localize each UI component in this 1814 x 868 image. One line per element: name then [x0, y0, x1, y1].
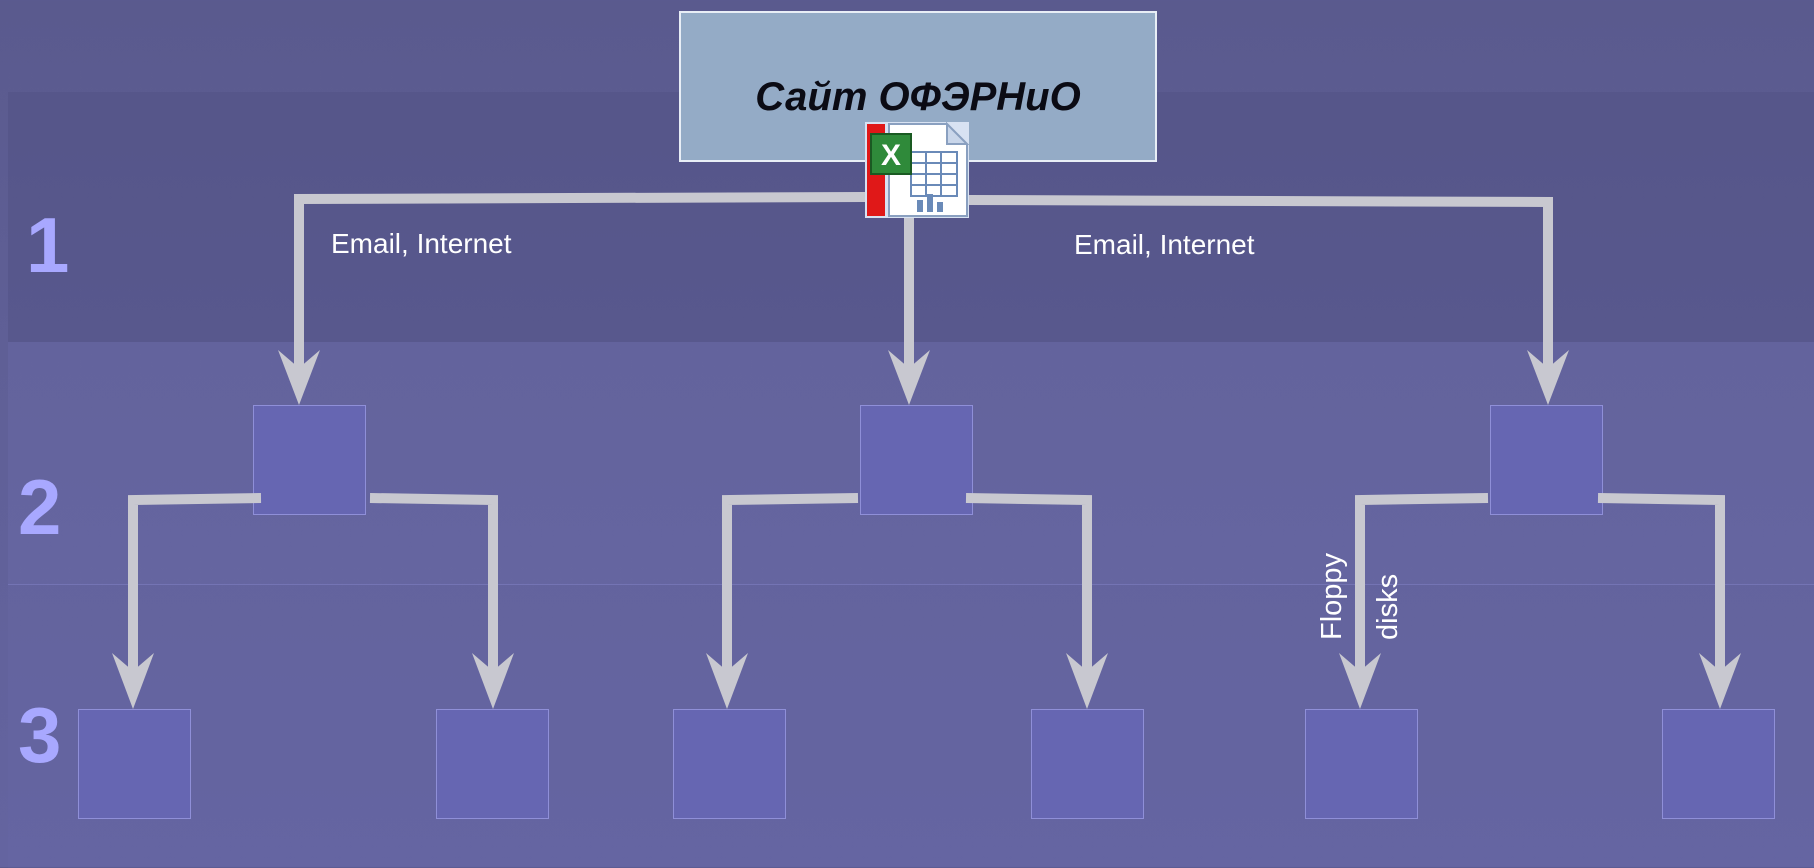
level-band-3	[8, 584, 1814, 868]
level2-node-right	[1490, 405, 1603, 515]
level-number-3: 3	[18, 691, 62, 779]
level3-node-6	[1662, 709, 1775, 819]
connector-2c-left	[722, 493, 859, 672]
connector-2l-left	[128, 493, 262, 672]
svg-text:X: X	[881, 139, 901, 172]
link-label-left: Email, Internet	[331, 228, 512, 259]
level3-node-2	[436, 709, 549, 819]
connector-2r-left	[1355, 493, 1489, 672]
connector-2c-right	[965, 493, 1092, 672]
connector-top-right	[968, 195, 1553, 370]
level-number-2: 2	[18, 463, 62, 551]
level3-node-1	[78, 709, 191, 819]
site-title: Сайт ОФЭРНиО	[755, 75, 1081, 119]
floppy-label-line2: disks	[1372, 573, 1404, 640]
level3-node-3	[673, 709, 786, 819]
excel-file-icon[interactable]: X	[865, 122, 969, 218]
link-label-right: Email, Internet	[1074, 229, 1255, 260]
level2-node-center	[860, 405, 973, 515]
level3-node-4	[1031, 709, 1144, 819]
level3-node-5	[1305, 709, 1418, 819]
connector-top-left	[294, 192, 866, 370]
connector-2r-right	[1597, 493, 1725, 672]
level2-node-left	[253, 405, 366, 515]
level-number-1: 1	[26, 201, 70, 289]
connector-2l-right	[369, 493, 498, 672]
floppy-label-line1: Floppy	[1316, 552, 1348, 640]
